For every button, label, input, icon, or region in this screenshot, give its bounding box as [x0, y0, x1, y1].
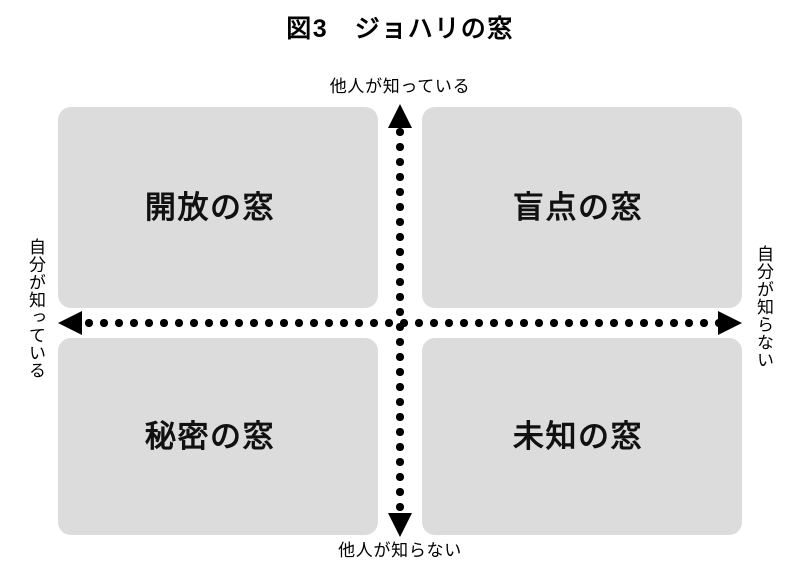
quadrant-blind-spot-window: 盲点の窓 [422, 107, 742, 308]
axis-label-bottom: 他人が知らない [338, 541, 462, 560]
arrow-right-icon [718, 311, 742, 335]
axis-label-top: 他人が知っている [329, 77, 471, 96]
quadrant-label-hidden-window: 秘密の窓 [144, 419, 276, 454]
quadrant-label-open-window: 開放の窓 [144, 190, 276, 225]
arrow-left-icon [58, 311, 82, 335]
arrow-up-icon [388, 104, 412, 128]
arrow-down-icon [388, 513, 412, 537]
figure-title: 図3 ジョハリの窓 [286, 15, 514, 43]
axis-label-right: 自分が知らない [754, 245, 774, 369]
quadrant-unknown-window: 未知の窓 [422, 338, 742, 535]
axis-label-left: 自分が知っている [26, 238, 46, 380]
quadrant-open-window: 開放の窓 [58, 107, 378, 308]
horizontal-axis-dotted-line [70, 319, 732, 327]
quadrant-hidden-window: 秘密の窓 [58, 338, 378, 535]
quadrant-label-blind-spot-window: 盲点の窓 [512, 190, 644, 225]
quadrant-label-unknown-window: 未知の窓 [512, 419, 644, 454]
